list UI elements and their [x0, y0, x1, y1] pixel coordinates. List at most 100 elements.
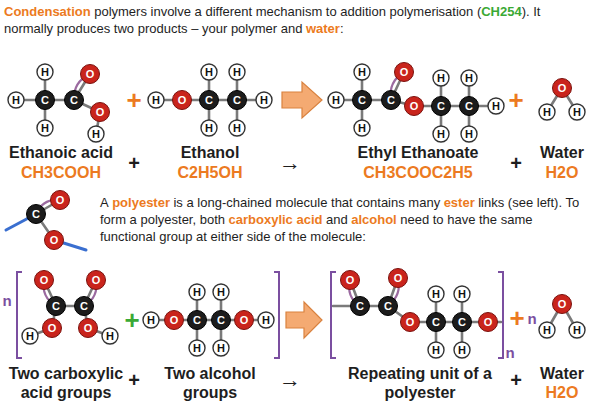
atom [43, 319, 62, 338]
paragraph-text: water [306, 21, 340, 36]
atom [36, 91, 55, 110]
atom-symbol: O [51, 194, 69, 206]
paragraph-text: A [100, 195, 109, 210]
atom [22, 328, 38, 344]
atom-symbol: O [87, 274, 105, 286]
atom [201, 64, 217, 80]
atom [37, 64, 53, 80]
atom-symbol: C [453, 316, 471, 328]
atom [461, 126, 477, 142]
atom [395, 63, 414, 82]
atom-symbol: O [173, 94, 191, 106]
atom [539, 104, 555, 120]
atom-symbol: H [200, 122, 218, 134]
atom-symbol: H [188, 342, 206, 354]
caption-text: Ethyl Ethanoate [343, 143, 493, 162]
atom-symbol: O [479, 316, 497, 328]
atom-symbol: C [188, 314, 206, 326]
paragraph-text: Condensation [4, 4, 91, 19]
atom [143, 312, 159, 328]
symbol-text: n [527, 311, 536, 326]
atom [148, 92, 164, 108]
atom [35, 271, 54, 290]
symbol-text: + [128, 370, 140, 390]
atom [433, 70, 449, 86]
atoms [8, 63, 585, 359]
atom-symbol: H [255, 94, 273, 106]
atom-symbol: H [460, 72, 478, 84]
atom-symbol: H [212, 286, 230, 298]
paragraph-text: carboxylic acid [229, 212, 323, 227]
atom [37, 120, 53, 136]
atom [65, 91, 84, 110]
paragraph-text: is a long-chained molecule that contains… [173, 195, 440, 210]
atom [401, 313, 420, 332]
symbol-text: + [128, 153, 140, 173]
paragraph-text: alcohol [351, 212, 397, 227]
atom [354, 64, 370, 80]
atom [8, 92, 24, 108]
atom [102, 328, 118, 344]
atom-symbol: C [351, 300, 369, 312]
symbol-text: + [124, 307, 139, 333]
polyester-paragraph: Apolyesteris a long-chained molecule tha… [100, 194, 590, 245]
atom-symbol: H [7, 94, 25, 106]
atom-symbol: H [432, 72, 450, 84]
block-arrows [282, 82, 322, 338]
atom-symbol: C [228, 94, 246, 106]
symbol-text: + [509, 305, 524, 331]
atom [428, 286, 444, 302]
atom-symbol: O [35, 274, 53, 286]
atom [539, 322, 555, 338]
atom-symbol: H [453, 344, 471, 356]
atom-symbol: C [460, 100, 478, 112]
atom [165, 311, 184, 330]
atom [228, 91, 247, 110]
symbol-text: → [279, 152, 301, 174]
atom-symbol: H [353, 122, 371, 134]
paragraph-text: ester [444, 195, 475, 210]
atom [553, 79, 572, 98]
atom-symbol: O [401, 316, 419, 328]
atom [428, 342, 444, 358]
atom-symbol: C [427, 316, 445, 328]
atom-symbol: H [353, 66, 371, 78]
atom [47, 297, 66, 316]
atom [229, 120, 245, 136]
atom [433, 126, 449, 142]
atom-symbol: C [65, 94, 83, 106]
atom-symbol: C [353, 94, 371, 106]
atom [201, 120, 217, 136]
atom-symbol: H [257, 314, 275, 326]
atom [188, 311, 207, 330]
atom-symbol: H [228, 66, 246, 78]
atom-symbol: H [568, 106, 586, 118]
atom-symbol: H [147, 94, 165, 106]
atom-symbol: H [538, 106, 556, 118]
atom-symbol: O [165, 314, 183, 326]
atom [189, 284, 205, 300]
atom-symbol: O [553, 298, 571, 310]
caption-text: Repeating unit of a polyester [335, 364, 505, 402]
bond [414, 105, 496, 108]
atom-symbol: C [379, 300, 397, 312]
atom [256, 92, 272, 108]
atom-symbol: H [36, 66, 54, 78]
atom-symbol: O [341, 274, 359, 286]
symbol-text: n [505, 345, 514, 360]
atom-symbol: O [45, 234, 63, 246]
caption-text: Two alcohol groups [155, 364, 265, 402]
atom [454, 342, 470, 358]
atom-symbol: H [427, 344, 445, 356]
atom-symbol: C [75, 300, 93, 312]
atom [461, 70, 477, 86]
caption-text: Two carboxylic acid groups [2, 364, 130, 402]
atom-symbol: H [228, 122, 246, 134]
atom-symbol: O [79, 322, 97, 334]
bracket [331, 272, 336, 358]
atom [382, 91, 401, 110]
atom [341, 271, 360, 290]
atom-symbol: C [382, 94, 400, 106]
atom [87, 271, 106, 290]
atom-symbol: C [200, 94, 218, 106]
